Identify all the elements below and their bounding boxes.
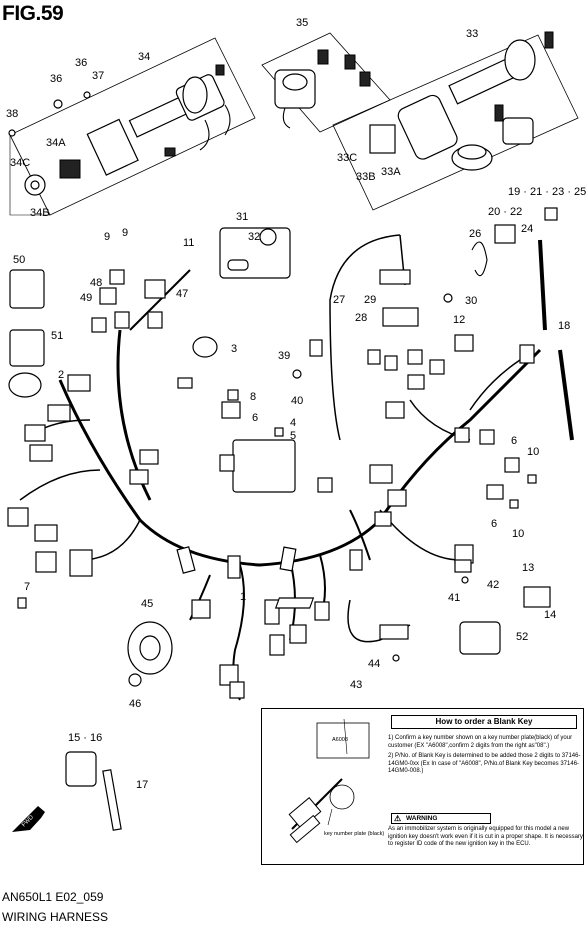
callout-4: 4 (290, 417, 296, 429)
callout-10a: 10 (527, 446, 539, 458)
callout-51: 51 (51, 330, 63, 342)
callout-17: 17 (136, 779, 148, 791)
callout-34b: 34B (30, 207, 50, 219)
figure-name: WIRING HARNESS (2, 910, 109, 924)
figure-title: FIG.59 (2, 2, 64, 25)
callout-32: 32 (248, 231, 260, 243)
standalone-parts (8, 91, 574, 831)
callout-labels: 1 2 3 4 5 6 7 8 9 9 10 10 11 12 13 14 15… (6, 17, 586, 791)
callout-20-22: 20 · 22 (488, 206, 522, 218)
callout-31: 31 (236, 211, 248, 223)
callout-8: 8 (250, 391, 256, 403)
callout-5: 5 (290, 430, 296, 442)
callout-37: 37 (92, 70, 104, 82)
callout-49: 49 (80, 292, 92, 304)
warning-title: WARNING (406, 815, 438, 822)
callout-28: 28 (355, 312, 367, 324)
callout-3: 3 (231, 343, 237, 355)
blank-key-step-1: 1) Confirm a key number shown on a key n… (388, 735, 573, 749)
callout-34a: 34A (46, 137, 66, 149)
callout-6: 6 (252, 412, 258, 424)
key-number-plate-label: A6008 (332, 737, 348, 743)
key-number-plate-caption: key number plate (black) (324, 831, 385, 837)
callout-9b: 9 (122, 227, 128, 239)
callout-39: 39 (278, 350, 290, 362)
figure-code: AN650L1 E02_059 (2, 890, 104, 904)
callout-33b: 33B (356, 171, 376, 183)
lock-set-35-box (261, 32, 391, 133)
warning-text: As an immobilizer system is originally e… (388, 826, 583, 848)
callout-33a: 33A (381, 166, 401, 178)
key-illustration (288, 718, 370, 844)
callout-36a: 36 (75, 57, 87, 69)
callout-48: 48 (90, 277, 102, 289)
callout-46: 46 (129, 698, 141, 710)
callout-33c: 33C (337, 152, 357, 164)
callout-44: 44 (368, 658, 380, 670)
callout-6b: 6 (511, 435, 517, 447)
callout-29: 29 (364, 294, 376, 306)
callout-47: 47 (176, 288, 188, 300)
callout-19-21-23-25: 19 · 21 · 23 · 25 (508, 186, 586, 198)
callout-9a: 9 (104, 231, 110, 243)
callout-24: 24 (521, 223, 533, 235)
callout-1: 1 (240, 591, 246, 603)
callout-33: 33 (466, 28, 478, 40)
callout-14: 14 (544, 609, 556, 621)
callout-7: 7 (24, 581, 30, 593)
blank-key-step-2: 2) P/No. of Blank Key is determined to b… (388, 753, 581, 775)
callout-10b: 10 (512, 528, 524, 540)
callout-12: 12 (453, 314, 465, 326)
callout-40: 40 (291, 395, 303, 407)
callout-45: 45 (141, 598, 153, 610)
switch-kit-34-box (9, 37, 256, 216)
callout-42: 42 (487, 579, 499, 591)
blank-key-title: How to order a Blank Key (391, 715, 577, 729)
blank-key-info-box: A6008 key number plate (black) How to or… (261, 708, 584, 865)
callout-11: 11 (183, 237, 194, 249)
callout-6c: 6 (491, 518, 497, 530)
blank-key-steps: 1) Confirm a key number shown on a key n… (388, 735, 582, 779)
callout-52: 52 (516, 631, 528, 643)
callout-41: 41 (448, 592, 460, 604)
callout-13: 13 (522, 562, 534, 574)
callout-2: 2 (58, 369, 64, 381)
warning-badge: ⚠ WARNING (391, 813, 491, 824)
callout-35: 35 (296, 17, 308, 29)
callout-15-16: 15 · 16 (68, 732, 102, 744)
callout-38: 38 (6, 108, 18, 120)
warning-icon: ⚠ (394, 814, 402, 823)
callout-30: 30 (465, 295, 477, 307)
callout-27: 27 (333, 294, 345, 306)
callout-43: 43 (350, 679, 362, 691)
callout-34: 34 (138, 51, 150, 63)
callout-18: 18 (558, 320, 570, 332)
fwd-arrow-icon: FWD (12, 806, 45, 832)
switch-kit-33-box (332, 31, 579, 211)
callout-36b: 36 (50, 73, 62, 85)
callout-34c: 34C (10, 157, 30, 169)
callout-26: 26 (469, 228, 481, 240)
callout-50: 50 (13, 254, 25, 266)
harness-connectors (7, 311, 535, 699)
